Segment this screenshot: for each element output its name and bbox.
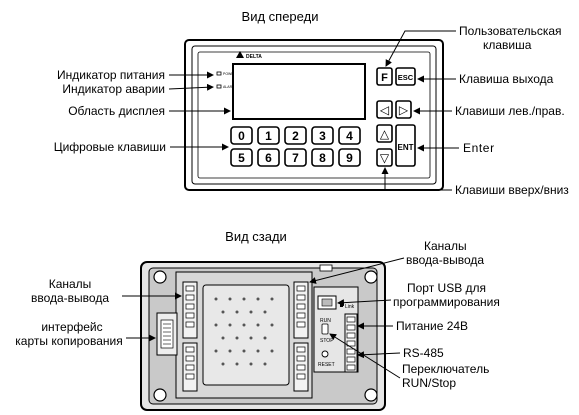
label-user-key-line2: клавиша <box>483 38 532 52</box>
key-2[interactable]: 2 <box>284 126 307 145</box>
svg-text:6: 6 <box>265 151 272 165</box>
function-keys: F ESC ◁ ▷ △ ENT ▽ <box>376 67 416 167</box>
key-1[interactable]: 1 <box>257 126 280 145</box>
led-indicators: POWER ALARM <box>216 71 237 89</box>
svg-text:7: 7 <box>292 151 299 165</box>
label-user-key-line1: Пользовательская <box>459 24 562 38</box>
key-4[interactable]: 4 <box>338 126 361 145</box>
run-text: RUN <box>320 318 331 324</box>
key-9[interactable]: 9 <box>338 148 361 167</box>
svg-text:F: F <box>381 72 388 84</box>
alarm-led <box>216 84 222 89</box>
rear-view-title: Вид сзади <box>225 229 287 244</box>
down-arrow-icon: ▽ <box>380 151 390 165</box>
io-terminal-blocks <box>182 264 333 392</box>
svg-text:3: 3 <box>319 129 326 143</box>
label-io-left-line1: Каналы <box>49 277 92 291</box>
label-exit-key: Клавиша выхода <box>459 72 554 86</box>
key-8[interactable]: 8 <box>311 148 334 167</box>
key-3[interactable]: 3 <box>311 126 334 145</box>
stop-text: STOP <box>320 338 334 344</box>
down-arrow-key[interactable]: ▽ <box>376 148 393 167</box>
delta-logo-text: DELTA <box>246 54 262 60</box>
delta-logo: DELTA <box>236 51 262 60</box>
label-power-indicator: Индикатор питания <box>57 68 165 82</box>
key-5[interactable]: 5 <box>230 148 253 167</box>
svg-text:ENT: ENT <box>398 143 414 152</box>
alarm-led-text: ALARM <box>223 85 235 89</box>
svg-text:0: 0 <box>238 129 245 143</box>
front-callouts-left: Индикатор питания Индикатор аварии Облас… <box>54 68 231 154</box>
label-power-24v: Питание 24В <box>396 319 468 333</box>
esc-key[interactable]: ESC <box>395 67 416 86</box>
label-copy-card-line1: интерфейс <box>41 320 102 334</box>
f-key[interactable]: F <box>376 67 393 86</box>
run-stop-switch[interactable] <box>321 323 329 335</box>
mount-hole <box>364 270 378 284</box>
svg-text:ESC: ESC <box>398 73 414 82</box>
left-arrow-key[interactable]: ◁ <box>376 100 393 119</box>
svg-text:9: 9 <box>346 151 353 165</box>
label-left-right-keys: Клавиши лев./прав. <box>455 104 565 118</box>
svg-text:5: 5 <box>238 151 245 165</box>
reset-button[interactable] <box>321 350 329 358</box>
label-switch-line2: RUN/Stop <box>402 376 456 390</box>
copy-card-slot <box>156 312 178 356</box>
mount-hole <box>153 270 167 284</box>
svg-text:4: 4 <box>346 129 353 143</box>
label-rs485: RS-485 <box>403 346 444 360</box>
label-usb-line1: Порт USB для <box>407 281 486 295</box>
front-view-title: Вид спереди <box>242 9 319 24</box>
svg-text:1: 1 <box>265 129 272 143</box>
mount-hole <box>153 388 167 402</box>
key-0[interactable]: 0 <box>230 126 253 145</box>
right-arrow-key[interactable]: ▷ <box>395 100 412 119</box>
label-io-left-line2: ввода-вывода <box>31 291 109 305</box>
svg-text:8: 8 <box>319 151 326 165</box>
label-display-area: Область дисплея <box>68 104 165 118</box>
label-io-top-line2: ввода-вывода <box>406 253 484 267</box>
label-up-down-keys: Клавиши вверх/вниз <box>455 183 569 197</box>
svg-text:2: 2 <box>292 129 299 143</box>
label-copy-card-line2: карты копирования <box>15 334 122 348</box>
label-enter: Enter <box>463 141 495 155</box>
right-arrow-icon: ▷ <box>399 103 409 117</box>
ent-key[interactable]: ENT <box>395 124 416 167</box>
left-arrow-icon: ◁ <box>379 103 389 117</box>
power-led <box>216 71 222 76</box>
label-switch-line1: Переключатель <box>402 362 489 376</box>
rear-callouts-left: Каналы ввода-вывода интерфейс карты копи… <box>15 277 182 348</box>
lcd-display <box>232 63 366 120</box>
link-text: Link <box>345 304 355 310</box>
front-callouts-right: Пользовательская клавиша Клавиша выхода … <box>381 24 569 197</box>
port-panel: Link RUN STOP RESET <box>313 286 359 373</box>
label-numeric-keys: Цифровые клавиши <box>54 140 166 154</box>
mount-hole <box>364 388 378 402</box>
label-usb-line2: программирования <box>393 295 500 309</box>
label-io-top-line1: Каналы <box>424 239 467 253</box>
numeric-keypad: 0 1 2 3 4 5 6 7 8 9 <box>230 126 361 167</box>
power-led-text: POWER <box>223 72 237 76</box>
up-arrow-icon: △ <box>380 127 390 141</box>
rear-callouts-right: Каналы ввода-вывода Порт USB для програм… <box>309 239 500 390</box>
key-7[interactable]: 7 <box>284 148 307 167</box>
label-alarm-indicator: Индикатор аварии <box>62 82 165 96</box>
up-arrow-key[interactable]: △ <box>376 124 393 143</box>
key-6[interactable]: 6 <box>257 148 280 167</box>
reset-text: RESET <box>318 362 335 368</box>
